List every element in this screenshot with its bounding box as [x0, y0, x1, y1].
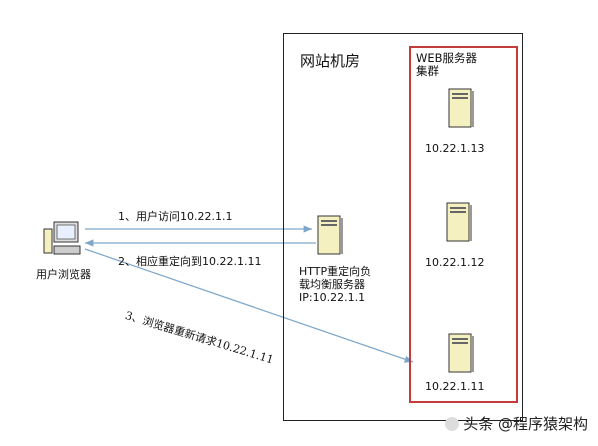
server-icon [448, 333, 474, 373]
watermark-text: 头条 @程序猿架构 [463, 415, 588, 433]
load-balancer-server-icon [317, 215, 343, 255]
watermark: 头条 @程序猿架构 [445, 413, 588, 434]
server-ip-label: 10.22.1.12 [425, 256, 485, 269]
server-ip-label: 10.22.1.11 [425, 380, 485, 393]
website-room-box [283, 33, 523, 421]
server-ip-label: 10.22.1.13 [425, 142, 485, 155]
cluster-title-line2: 集群 [416, 64, 439, 78]
client-label: 用户浏览器 [36, 268, 91, 281]
load-balancer-line1: HTTP重定向负 [299, 265, 372, 278]
load-balancer-ip: IP:10.22.1.1 [299, 291, 366, 304]
room-title: 网站机房 [300, 52, 361, 70]
server-icon [448, 88, 474, 128]
arrow-rerequest [84, 248, 414, 363]
cluster-title-line1: WEB服务器 [416, 51, 478, 65]
load-balancer-label: HTTP重定向负 载均衡服务器 IP:10.22.1.1 [299, 265, 371, 304]
load-balancer-line2: 载均衡服务器 [299, 278, 365, 291]
step-2-label: 2、相应重定向到10.22.1.11 [118, 255, 262, 268]
computer-icon [43, 221, 81, 255]
step-1-label: 1、用户访问10.22.1.1 [118, 210, 233, 223]
watermark-logo-icon [445, 417, 460, 431]
web-cluster-box [409, 46, 518, 403]
cluster-title: WEB服务器 集群 [416, 52, 506, 78]
server-icon [446, 202, 472, 242]
